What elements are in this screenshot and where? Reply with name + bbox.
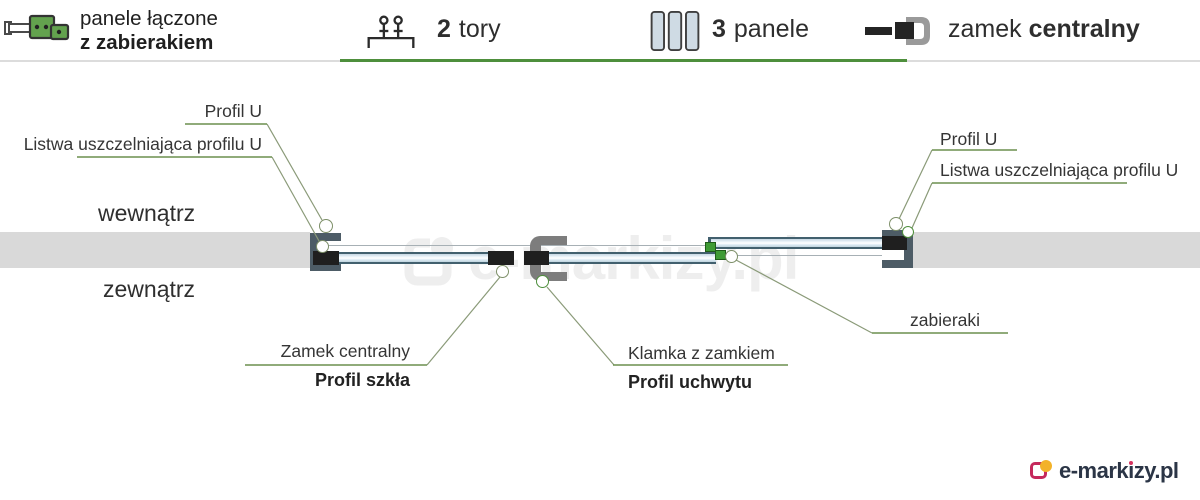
panel2-glass bbox=[549, 252, 716, 264]
panel3-glass bbox=[708, 237, 882, 249]
callout-klamka-line2: Profil uchwytu bbox=[628, 372, 753, 392]
marker-central-lock bbox=[496, 265, 509, 278]
central-lock-block bbox=[488, 251, 514, 265]
panel3-end-block bbox=[882, 236, 907, 250]
tracks-count: 2 bbox=[437, 15, 451, 43]
leader-listwa-right bbox=[911, 182, 933, 229]
lock-label: zamek bbox=[948, 15, 1022, 43]
callout-klamka-line1: Klamka z zamkiem bbox=[628, 343, 775, 363]
marker-zabieraki bbox=[725, 250, 738, 263]
callout-zamek-line2: Profil szkła bbox=[314, 370, 410, 390]
panel1-end-block bbox=[313, 251, 339, 265]
logo-sun-icon bbox=[1040, 460, 1052, 472]
header-title-line2: z zabierakiem bbox=[80, 31, 214, 54]
label-outside: zewnątrz bbox=[103, 276, 196, 302]
callout-profil-u-right: Profil U bbox=[940, 129, 998, 149]
logo-text-after-i: zy.pl bbox=[1133, 458, 1179, 483]
label-inside: wewnątrz bbox=[98, 200, 196, 226]
logo-text: e-markızy.pl bbox=[1059, 458, 1179, 484]
handle-lock-block bbox=[524, 251, 549, 265]
leader-listwa-left bbox=[271, 156, 320, 242]
tracks-label: tory bbox=[458, 15, 501, 43]
wall-left bbox=[0, 232, 310, 268]
leader-klamka bbox=[546, 286, 615, 366]
track-line-upper bbox=[320, 245, 710, 246]
brand-logo[interactable]: e-markızy.pl bbox=[1028, 455, 1198, 485]
joined-panels-icon bbox=[4, 6, 72, 57]
callout-zamek: Zamek centralny Profil szkła bbox=[281, 341, 410, 391]
marker-handle bbox=[536, 275, 549, 288]
leader-profil-u-right bbox=[898, 149, 933, 220]
panels-count: 3 bbox=[712, 15, 726, 43]
callout-profil-u-left: Profil U bbox=[204, 101, 262, 121]
two-tracks-icon bbox=[366, 10, 416, 57]
u-profile-right bbox=[882, 230, 913, 268]
panels-label: panele bbox=[733, 15, 809, 43]
central-lock-icon bbox=[864, 13, 936, 54]
wall-right bbox=[913, 232, 1200, 268]
zabierak-panel3 bbox=[705, 242, 716, 252]
callout-klamka: Klamka z zamkiem Profil uchwytu bbox=[628, 343, 775, 393]
callout-zabieraki: zabieraki bbox=[910, 310, 981, 330]
header-title: panele łączone z zabierakiem bbox=[80, 7, 218, 55]
header-title-line1: panele łączone bbox=[80, 7, 218, 30]
marker-profil-u-right bbox=[889, 217, 903, 231]
callout-listwa-right: Listwa uszczelniająca profilu U bbox=[940, 160, 1179, 180]
leader-profil-u-left bbox=[266, 123, 323, 221]
panel1-glass bbox=[338, 252, 488, 264]
logo-text-before-i: e-mark bbox=[1059, 458, 1129, 483]
callout-listwa-left: Listwa uszczelniająca profilu U bbox=[23, 134, 262, 154]
header-divider-accent bbox=[340, 59, 907, 62]
lock-label-bold: centralny bbox=[1028, 15, 1140, 43]
marker-seal-right bbox=[902, 226, 914, 238]
three-panels-icon bbox=[650, 10, 700, 57]
marker-profil-u-left bbox=[319, 219, 333, 233]
logo-text-i: ı bbox=[1128, 458, 1134, 483]
track-line-lower bbox=[726, 255, 882, 256]
callout-zamek-line1: Zamek centralny bbox=[280, 341, 410, 361]
marker-seal-left bbox=[316, 240, 329, 253]
